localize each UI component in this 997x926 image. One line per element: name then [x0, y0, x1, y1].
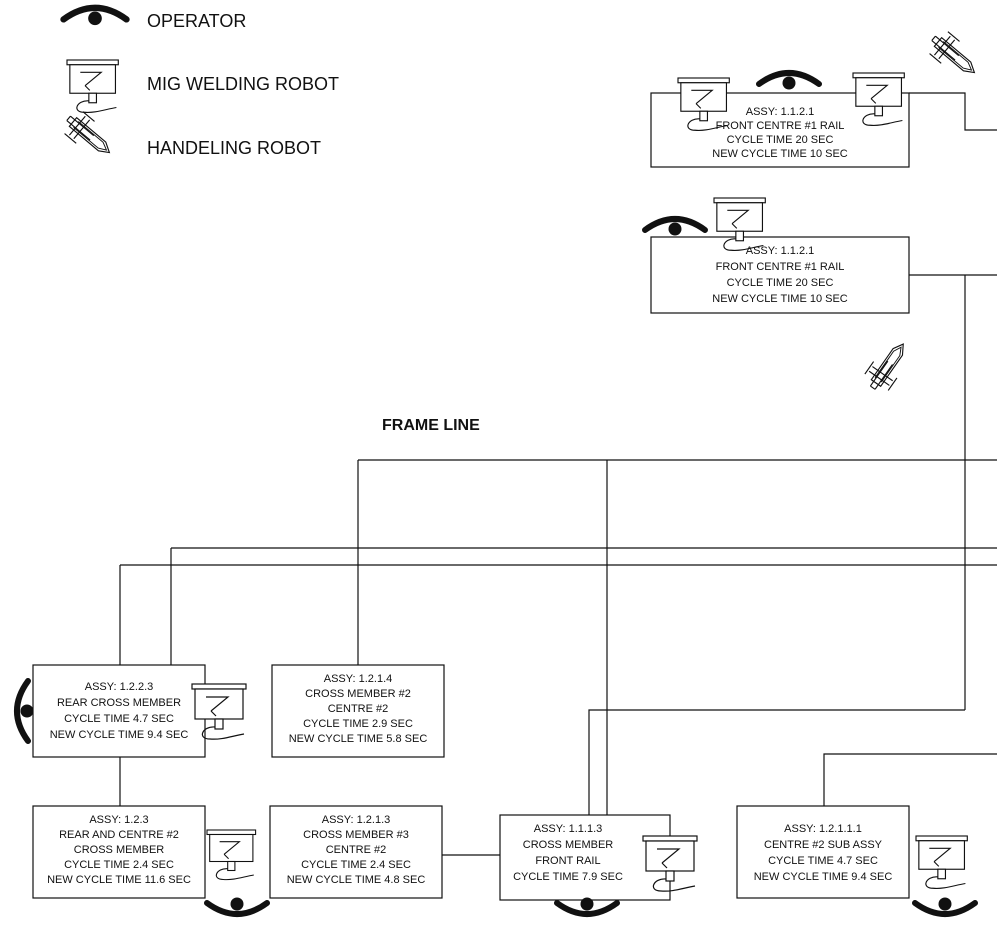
- box-line: CYCLE TIME 20 SEC: [727, 134, 834, 146]
- legend: OPERATOR MIG WELDING ROBOT HANDELING ROB…: [58, 8, 339, 165]
- mig-welding-robot-icon: [915, 835, 968, 889]
- box-line: CYCLE TIME 7.9 SEC: [513, 871, 623, 883]
- box-line: NEW CYCLE TIME 10 SEC: [712, 293, 848, 305]
- operator-icon: [759, 73, 819, 90]
- legend-handling-label: HANDELING ROBOT: [147, 138, 321, 158]
- operator-icon: [915, 898, 975, 915]
- box-line: CROSS MEMBER #3: [303, 829, 409, 841]
- handling-robot-icon: [860, 335, 916, 397]
- box-line: REAR AND CENTRE #2: [59, 829, 179, 841]
- box-line: NEW CYCLE TIME 10 SEC: [712, 148, 848, 160]
- box-line: ASSY: 1.2.1.1.1: [784, 823, 862, 835]
- box-line: NEW CYCLE TIME 5.8 SEC: [289, 733, 428, 745]
- box-line: ASSY: 1.2.1.3: [322, 814, 391, 826]
- box-line: ASSY: 1.1.1.3: [534, 823, 603, 835]
- handling-robot-icon: [58, 106, 120, 165]
- box-line: CENTRE #2: [328, 703, 389, 715]
- box-line: REAR CROSS MEMBER: [57, 697, 181, 709]
- box-line: CROSS MEMBER: [523, 839, 614, 851]
- assy-1113-box: ASSY: 1.1.1.3 CROSS MEMBER FRONT RAIL CY…: [499, 814, 671, 901]
- legend-mig-label: MIG WELDING ROBOT: [147, 74, 339, 94]
- legend-operator-label: OPERATOR: [147, 11, 246, 31]
- box-line: ASSY: 1.1.2.1: [746, 245, 815, 257]
- connection-lines: [119, 92, 997, 856]
- box-line: CROSS MEMBER #2: [305, 688, 411, 700]
- box-line: ASSY: 1.2.2.3: [85, 681, 154, 693]
- operator-icon: [17, 681, 34, 741]
- box-line: CENTRE #2 SUB ASSY: [764, 839, 883, 851]
- box-line: CYCLE TIME 4.7 SEC: [64, 713, 174, 725]
- box-line: CYCLE TIME 2.9 SEC: [303, 718, 413, 730]
- box-line: ASSY: 1.1.2.1: [746, 106, 815, 118]
- box-line: CYCLE TIME 2.4 SEC: [64, 859, 174, 871]
- assy-1121-box: ASSY: 1.1.2.1 FRONT CENTRE #1 RAIL CYCLE…: [650, 236, 910, 314]
- assy-1214-box: ASSY: 1.2.1.4 CROSS MEMBER #2 CENTRE #2 …: [271, 664, 445, 758]
- box-line: CYCLE TIME 4.7 SEC: [768, 855, 878, 867]
- box-line: ASSY: 1.2.3: [89, 814, 148, 826]
- box-line: NEW CYCLE TIME 9.4 SEC: [50, 729, 189, 741]
- box-line: CROSS MEMBER: [74, 844, 165, 856]
- operator-icon: [645, 219, 705, 236]
- assy-12111-box: ASSY: 1.2.1.1.1 CENTRE #2 SUB ASSY CYCLE…: [736, 805, 910, 899]
- box-line: CYCLE TIME 2.4 SEC: [301, 859, 411, 871]
- mig-welding-robot-icon: [206, 829, 257, 881]
- assy-1213-box: ASSY: 1.2.1.3 CROSS MEMBER #3 CENTRE #2 …: [269, 805, 443, 899]
- operator-icon: [207, 898, 267, 915]
- handling-robot-icon: [923, 26, 985, 85]
- box-line: NEW CYCLE TIME 4.8 SEC: [287, 874, 426, 886]
- box-line: CENTRE #2: [326, 844, 387, 856]
- box-line: ASSY: 1.2.1.4: [324, 673, 393, 685]
- assy-123-box: ASSY: 1.2.3 REAR AND CENTRE #2 CROSS MEM…: [32, 805, 206, 899]
- assy-1223-box: ASSY: 1.2.2.3 REAR CROSS MEMBER CYCLE TI…: [32, 664, 206, 758]
- diagram-title: FRAME LINE: [382, 417, 480, 434]
- mig-welding-robot-icon: [66, 59, 119, 113]
- box-line: CYCLE TIME 20 SEC: [727, 277, 834, 289]
- box-line: FRONT CENTRE #1 RAIL: [716, 261, 845, 273]
- box-line: FRONT CENTRE #1 RAIL: [716, 120, 845, 132]
- box-line: FRONT RAIL: [535, 855, 600, 867]
- box-line: NEW CYCLE TIME 11.6 SEC: [47, 874, 191, 886]
- operator-icon: [64, 8, 127, 25]
- box-line: NEW CYCLE TIME 9.4 SEC: [754, 871, 893, 883]
